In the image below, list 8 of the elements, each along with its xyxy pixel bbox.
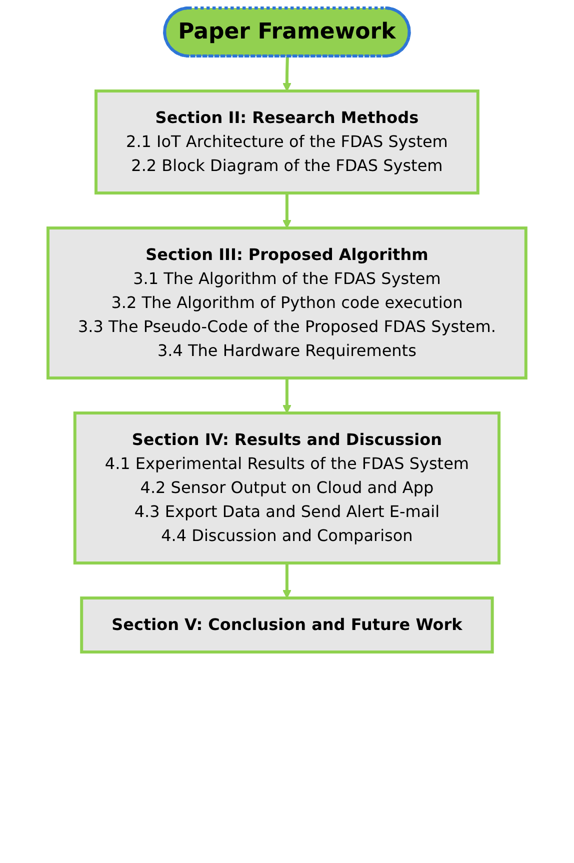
- arrow: [282, 193, 292, 228]
- node-box: Section II: Research Methods 2.1 IoT Architecture of the FDAS System 2.2 Block Diagram of the FDAS System: [94, 90, 480, 194]
- arrow: [282, 56, 292, 92]
- arrow: [282, 378, 292, 414]
- arrow: [282, 563, 292, 598]
- node-box: Section V: Conclusion and Future Work: [80, 596, 494, 654]
- node-box: Section IV: Results and Discussion 4.1 Experimental Results of the FDAS System 4.2 Sensor Output on Cloud and App 4.3 Export Data and Send Alert E-mail 4.4 Discussion and Comparison: [73, 412, 501, 564]
- node-box: Section III: Proposed Algorithm 3.1 The Algorithm of the FDAS System 3.2 The Algorithm of Python code execution 3.3 The Pseudo-Code of the Proposed FDAS System. 3.4 The Hardware Requirements: [46, 226, 528, 380]
